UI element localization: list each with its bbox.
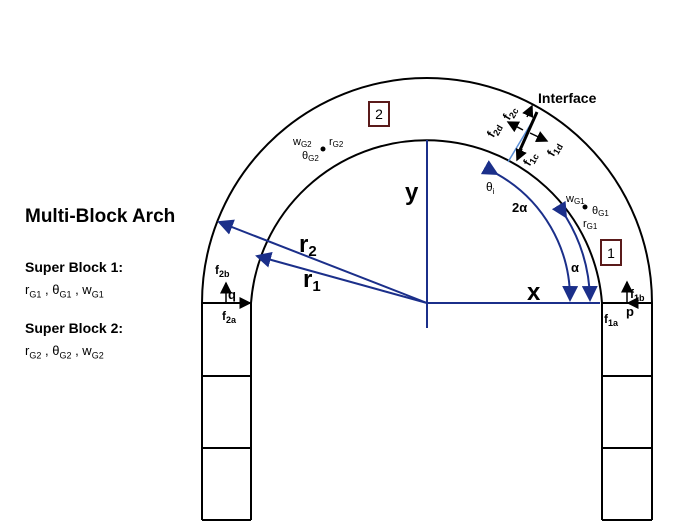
x-axis-label: x — [527, 279, 541, 306]
theta-i-label: θi — [486, 180, 495, 196]
f1c-arrow — [515, 147, 527, 162]
rG2-label: rG2 — [329, 136, 344, 149]
super-block-1-heading: Super Block 1: — [25, 259, 124, 275]
centroid-g1-dot — [582, 204, 588, 210]
interface-label: Interface — [538, 90, 597, 106]
f2c-label: f2c — [500, 103, 521, 123]
wG1-label: wG1 — [565, 193, 585, 206]
f1c-label: f1c — [520, 149, 541, 169]
left-pier — [201, 302, 252, 521]
alpha-arc — [551, 200, 598, 302]
centroid-g2-dot — [320, 146, 326, 152]
interface-joint — [518, 111, 539, 151]
p-label: p — [626, 304, 634, 319]
f2d-arrow — [506, 121, 524, 133]
wG2-label: wG2 — [292, 136, 312, 149]
block-2-label: 2 — [375, 106, 383, 122]
super-block-2-heading: Super Block 2: — [25, 320, 124, 336]
thetaG2-label: θG2 — [302, 150, 319, 163]
f1a-label: f1a — [604, 312, 619, 328]
f2b-label: f2b — [215, 263, 230, 279]
f1d-label: f1d — [544, 139, 565, 160]
f2d-label: f2d — [484, 120, 505, 141]
r2-label: r2 — [299, 231, 317, 260]
force-arrows — [220, 104, 652, 309]
thetaG1-label: θG1 — [592, 205, 609, 218]
right-pier — [601, 302, 653, 521]
r1-label: r1 — [303, 266, 321, 295]
rG1-label: rG1 — [583, 218, 598, 231]
alpha-label: α — [571, 260, 579, 275]
super-block-1-params: rG1 , θG1 , wG1 — [25, 282, 104, 300]
r2-vector — [217, 219, 428, 304]
outer-arch — [201, 77, 653, 304]
y-axis-label: y — [405, 179, 419, 206]
f2c-arrow — [522, 104, 534, 119]
block-1-label: 1 — [607, 245, 615, 261]
f1d-arrow — [529, 131, 549, 142]
block-1-box — [600, 239, 622, 266]
r1-vector — [255, 252, 428, 304]
f2a-label: f2a — [222, 309, 237, 325]
q-label: q — [228, 287, 236, 302]
super-block-2-params: rG2 , θG2 , wG2 — [25, 343, 104, 361]
diagram-title: Multi-Block Arch — [25, 206, 176, 227]
two-alpha-label: 2α — [512, 200, 527, 215]
f1b-label: f1b — [630, 287, 645, 303]
block-2-box — [368, 101, 390, 127]
